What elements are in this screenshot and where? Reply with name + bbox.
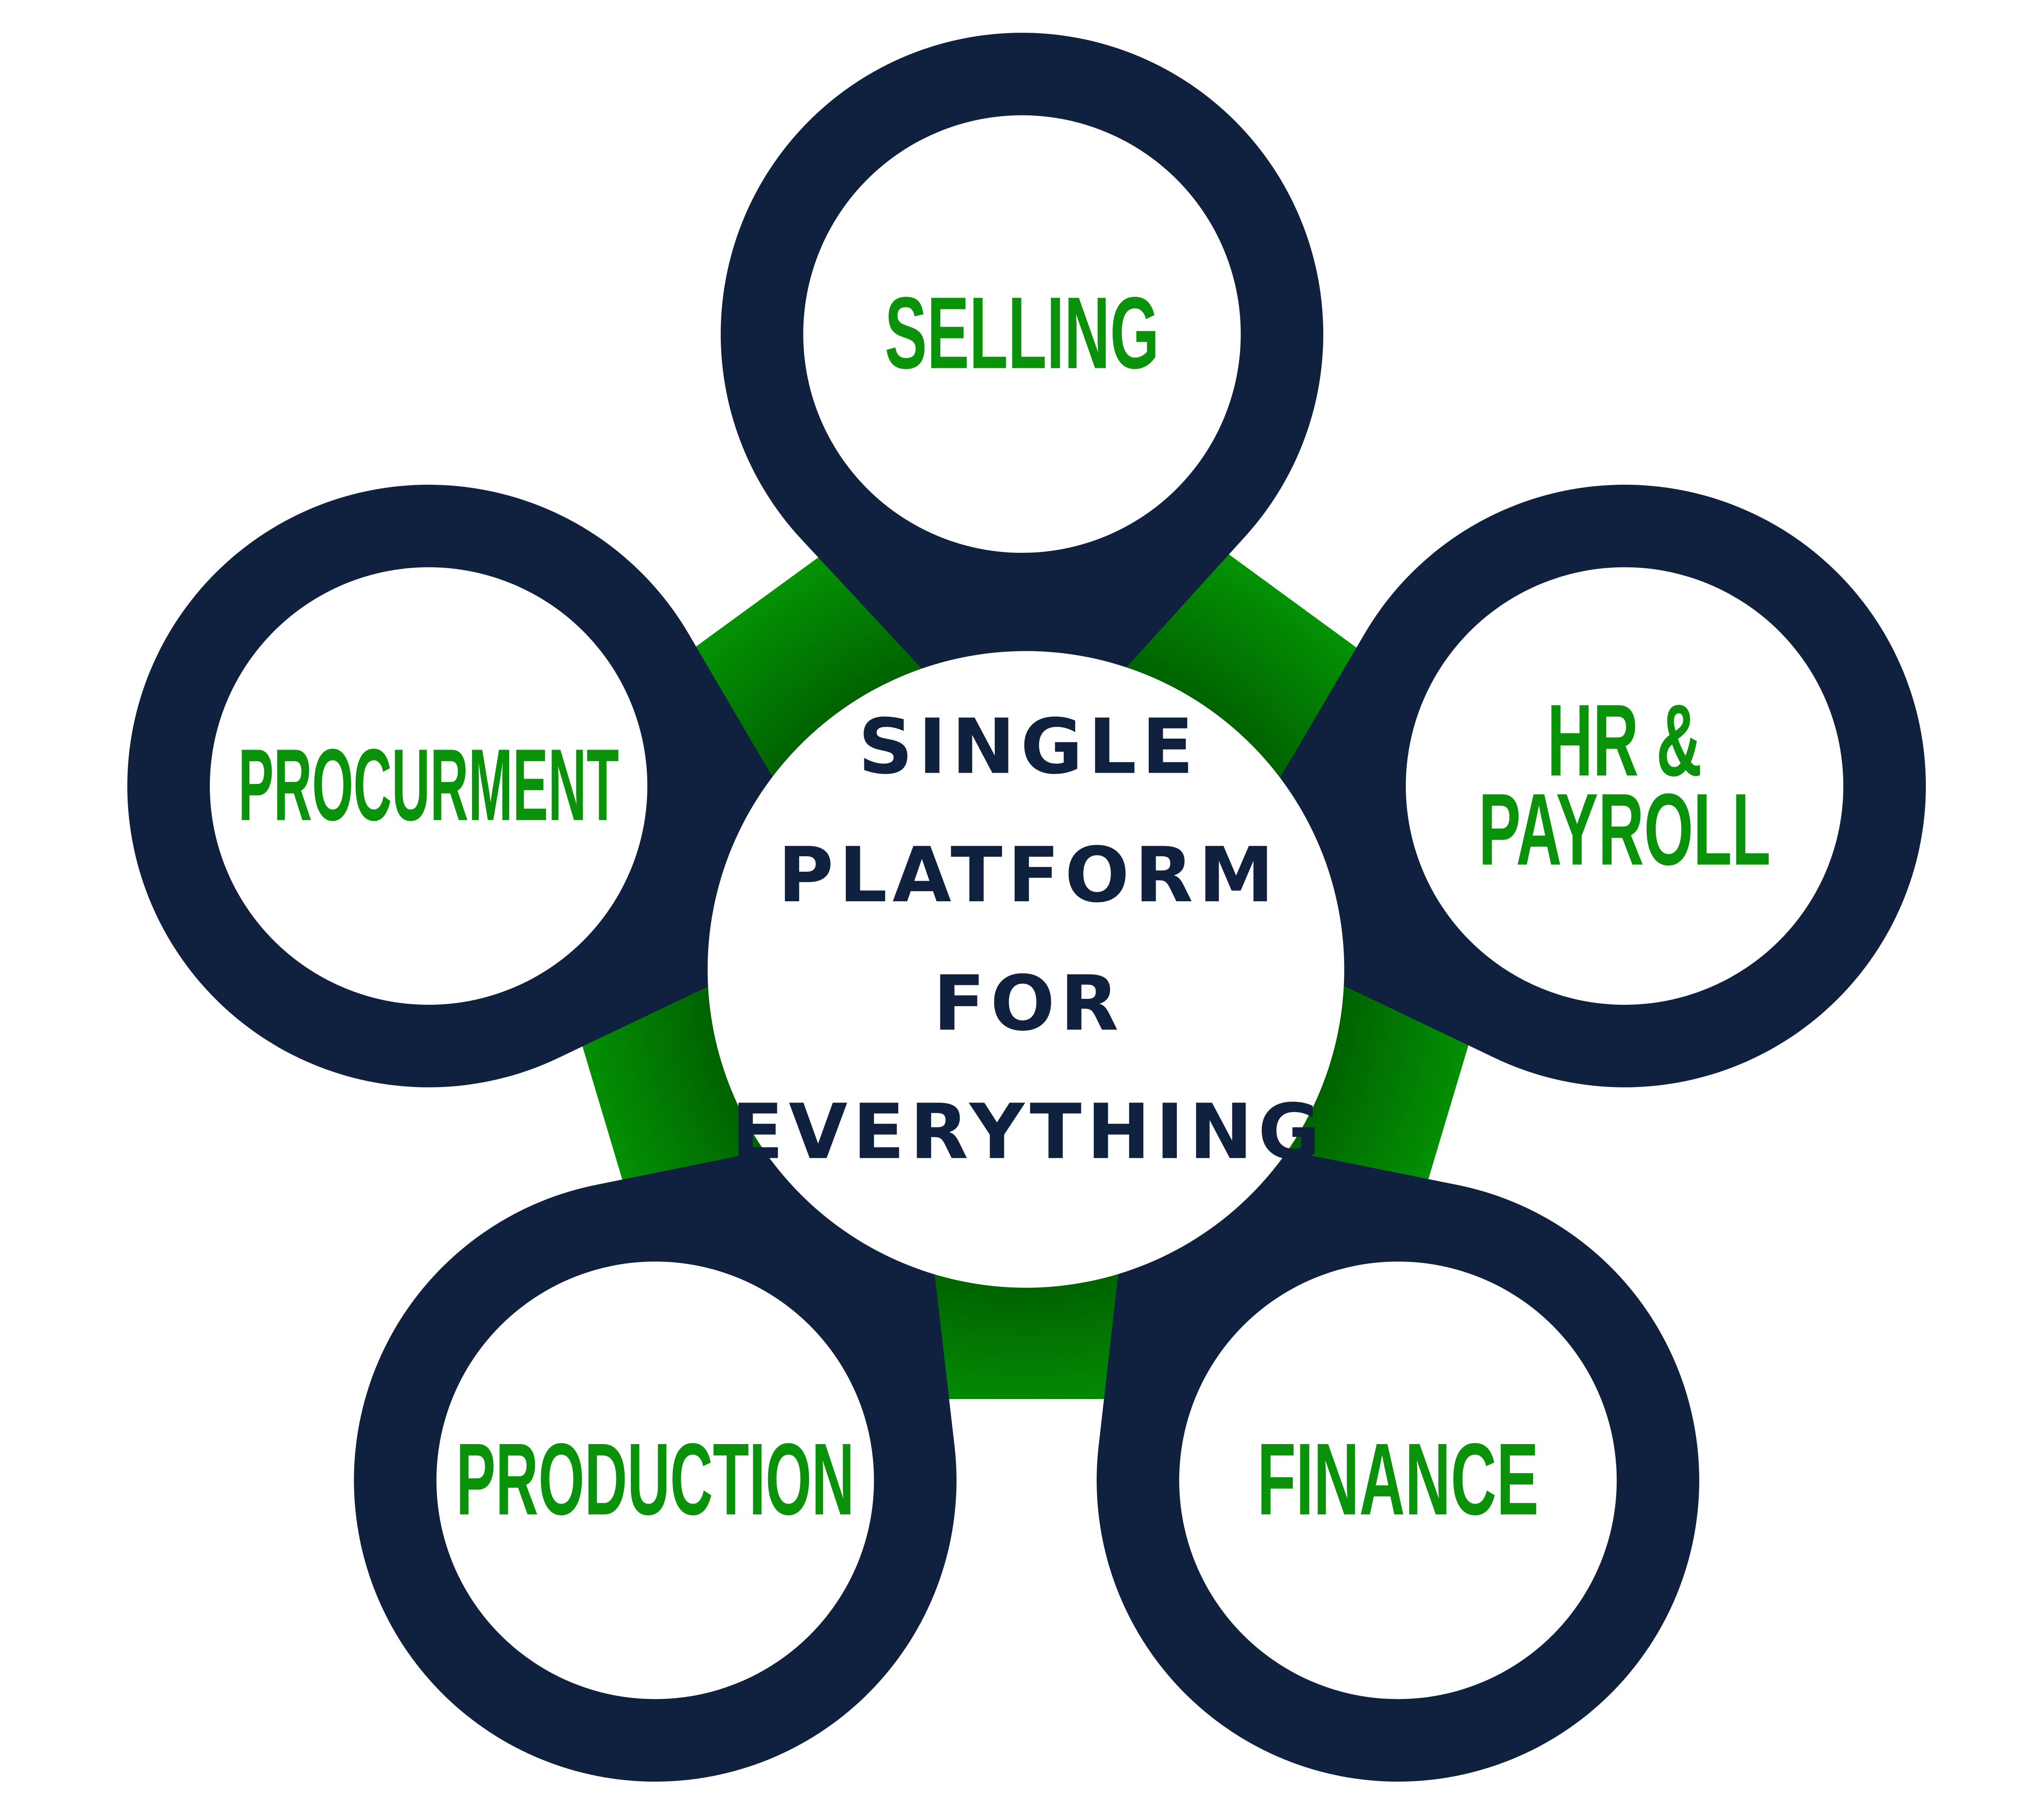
module-label: SELLING: [885, 276, 1159, 390]
module-selling: SELLING: [720, 33, 1324, 779]
center-line-4: EVERYTHING: [732, 1088, 1326, 1176]
module-procurement: PROCURMENT: [127, 485, 854, 1087]
module-production: PRODUCTION: [354, 1120, 957, 1782]
module-finance: FINANCE: [1096, 1120, 1699, 1782]
module-label: FINANCE: [1257, 1422, 1539, 1536]
module-label: PAYROLL: [1478, 772, 1771, 886]
center-line-3: FOR: [933, 960, 1124, 1048]
module-circle: [803, 115, 1241, 553]
module-circle: [209, 567, 648, 1005]
module-label: PRODUCTION: [456, 1422, 854, 1536]
module-circle: [436, 1261, 874, 1699]
module-circle: [1405, 567, 1844, 1005]
module-hr-payroll: HR &PAYROLL: [1199, 485, 1926, 1087]
center-circle: [707, 651, 1344, 1288]
center-line-2: PLATFORM: [778, 831, 1280, 919]
module-circle: [1179, 1261, 1617, 1699]
center-line-1: SINGLE: [858, 703, 1199, 791]
module-label: HR &: [1547, 683, 1702, 797]
module-label: PROCURMENT: [238, 728, 619, 842]
center-title: SINGLE PLATFORM FOR EVERYTHING: [732, 703, 1326, 1177]
